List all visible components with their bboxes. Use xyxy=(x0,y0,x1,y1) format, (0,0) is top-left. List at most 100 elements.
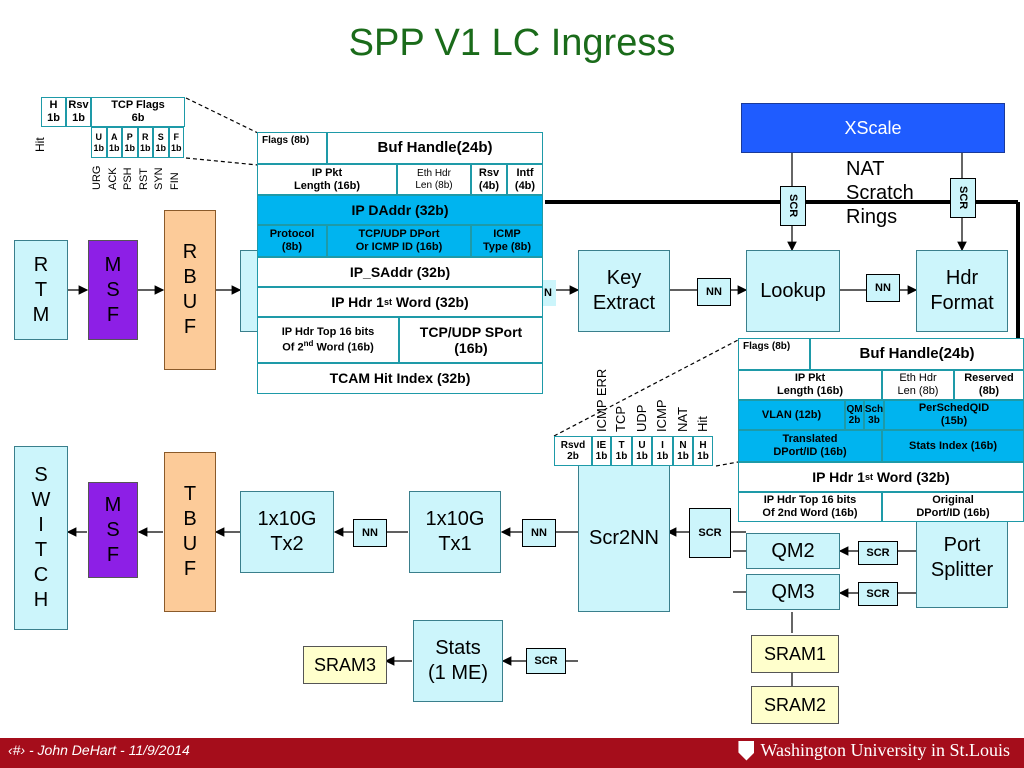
tx1-block: 1x10G Tx1 xyxy=(409,491,501,573)
cell-text: IP Hdr 1 xyxy=(812,468,865,485)
hdr-format-block: Hdr Format xyxy=(916,250,1008,332)
cell-text: Word (16b) xyxy=(313,341,374,354)
block-label: Tx2 xyxy=(270,533,304,555)
cell-text: Word (32b) xyxy=(872,468,950,485)
switch-letter: H xyxy=(33,589,49,611)
tcp-flag-cell: A 1b xyxy=(106,127,122,158)
block-label: Port xyxy=(943,534,981,556)
switch-letter: S xyxy=(34,464,48,486)
rtm-letter: T xyxy=(34,278,48,301)
tcp-flag-name: ACK xyxy=(106,167,119,190)
tbuf-letter: F xyxy=(183,558,197,580)
msf-letter: S xyxy=(106,518,120,541)
hit-label: Hit xyxy=(33,137,47,152)
exception-flag-cell: U 1b xyxy=(632,436,652,466)
exception-flag-cell: Rsvd 2b xyxy=(554,436,592,466)
rec2-vlan-cell: VLAN (12b) xyxy=(738,400,845,430)
tbuf-letter: B xyxy=(183,508,197,530)
msf-letter: M xyxy=(104,253,122,276)
qm3-block: QM3 xyxy=(746,574,840,610)
msf-letter: S xyxy=(106,278,120,301)
scr-ring: SCR xyxy=(858,582,898,606)
msf-letter: F xyxy=(106,543,120,566)
msf-egress-block: M S F xyxy=(88,482,138,578)
rec1-ip-saddr-cell: IP_SAddr (32b) xyxy=(257,257,543,287)
sram3-block: SRAM3 xyxy=(303,646,387,684)
stats-block: Stats (1 ME) xyxy=(413,620,503,702)
rec2-translated-dport-cell: Translated DPort/ID (16b) xyxy=(738,430,882,462)
footer-credit: ‹#› - John DeHart - 11/9/2014 xyxy=(8,742,190,758)
tcp-flag-cell: S 1b xyxy=(153,127,169,158)
rbuf-letter: F xyxy=(183,316,197,338)
msf-letter: F xyxy=(106,303,120,326)
rec2-qm-cell: QM 2b xyxy=(845,400,864,430)
nn-ring: NN xyxy=(353,519,387,547)
switch-letter: W xyxy=(31,489,51,511)
nn-ring: NN xyxy=(697,278,731,306)
exception-flag-cell: H 1b xyxy=(693,436,713,466)
tcp-flags-cell: TCP Flags 6b xyxy=(91,97,185,127)
university-logo: Washington University in St.Louis xyxy=(738,740,1010,761)
tcp-flag-cell: P 1b xyxy=(122,127,138,158)
cell-superscript: nd xyxy=(303,338,314,348)
tx2-block: 1x10G Tx2 xyxy=(240,491,334,573)
tcp-flag-cell: U 1b xyxy=(91,127,107,158)
block-label: (1 ME) xyxy=(428,662,488,684)
switch-letter: C xyxy=(33,564,49,586)
rec2-reserved-cell: Reserved (8b) xyxy=(954,370,1024,400)
msf-ingress-block: M S F xyxy=(88,240,138,340)
rtm-letter: M xyxy=(32,303,50,326)
footer-bar xyxy=(0,738,1024,768)
exception-flag-name: NAT xyxy=(675,406,690,432)
exception-flag-cell: T 1b xyxy=(611,436,632,466)
block-label: Splitter xyxy=(930,559,994,581)
rec2-sch-cell: Sch 3b xyxy=(864,400,884,430)
msf-letter: M xyxy=(104,493,122,516)
block-label: Hdr xyxy=(945,267,979,289)
nat-line: NAT xyxy=(846,158,885,180)
tbuf-letter: U xyxy=(182,533,198,555)
rec2-buf-handle-cell: Buf Handle(24b) xyxy=(810,338,1024,370)
sram1-block: SRAM1 xyxy=(751,635,839,673)
tbuf-letter: T xyxy=(183,483,197,505)
scr-ring: SCR xyxy=(689,508,731,558)
key-extract-block: Key Extract xyxy=(578,250,670,332)
cell-superscript: st xyxy=(864,471,873,482)
rec2-perschedqid-cell: PerSchedQID (15b) xyxy=(884,400,1024,430)
exception-flag-name: ICMP ERR xyxy=(594,368,609,432)
exception-flag-name: ICMP xyxy=(654,399,669,433)
rec1-tcp-udp-sport-cell: TCP/UDP SPort (16b) xyxy=(399,317,543,363)
nn-ring: NN xyxy=(866,274,900,302)
exception-flag-cell: I 1b xyxy=(652,436,673,466)
rtm-block: R T M xyxy=(14,240,68,340)
tbuf-block: T B U F xyxy=(164,452,216,612)
exception-flag-name: UDP xyxy=(634,404,649,432)
exception-flag-cell: IE 1b xyxy=(592,436,611,466)
switch-letter: T xyxy=(34,539,48,561)
rec2-ip-hdr-top-cell: IP Hdr Top 16 bits Of 2nd Word (16b) xyxy=(738,492,882,522)
switch-block: S W I T C H xyxy=(14,446,68,630)
block-label: 1x10G xyxy=(425,508,485,530)
rec2-ip-pkt-length-cell: IP Pkt Length (16b) xyxy=(738,370,882,400)
rec2-original-dport-cell: Original DPort/ID (16b) xyxy=(882,492,1024,522)
tcp-flag-cell: F 1b xyxy=(168,127,184,158)
cell-text: IP Hdr Top 16 bits Of 2 xyxy=(281,326,375,354)
scr-ring: SCR xyxy=(780,186,806,226)
rec1-icmp-type-cell: ICMP Type (8b) xyxy=(471,225,543,257)
tcp-flag-name: RST xyxy=(137,168,150,190)
lookup-block: Lookup xyxy=(746,250,840,332)
port-splitter-block: Port Splitter xyxy=(916,508,1008,608)
rec2-flags-cell: Flags (8b) xyxy=(738,338,810,370)
rbuf-block: R B U F xyxy=(164,210,216,370)
exception-flag-cell: N 1b xyxy=(673,436,693,466)
exception-flag-name: Hit xyxy=(695,416,710,432)
tcp-flag-cell: R 1b xyxy=(137,127,153,158)
sram2-block: SRAM2 xyxy=(751,686,839,724)
rec1-eth-hdr-len-cell: Eth Hdr Len (8b) xyxy=(397,164,471,195)
tcp-flag-name: URG xyxy=(91,165,103,190)
block-label: Extract xyxy=(592,292,656,314)
rbuf-letter: B xyxy=(183,266,197,288)
rec1-tcam-hit-index-cell: TCAM Hit Index (32b) xyxy=(257,363,543,394)
